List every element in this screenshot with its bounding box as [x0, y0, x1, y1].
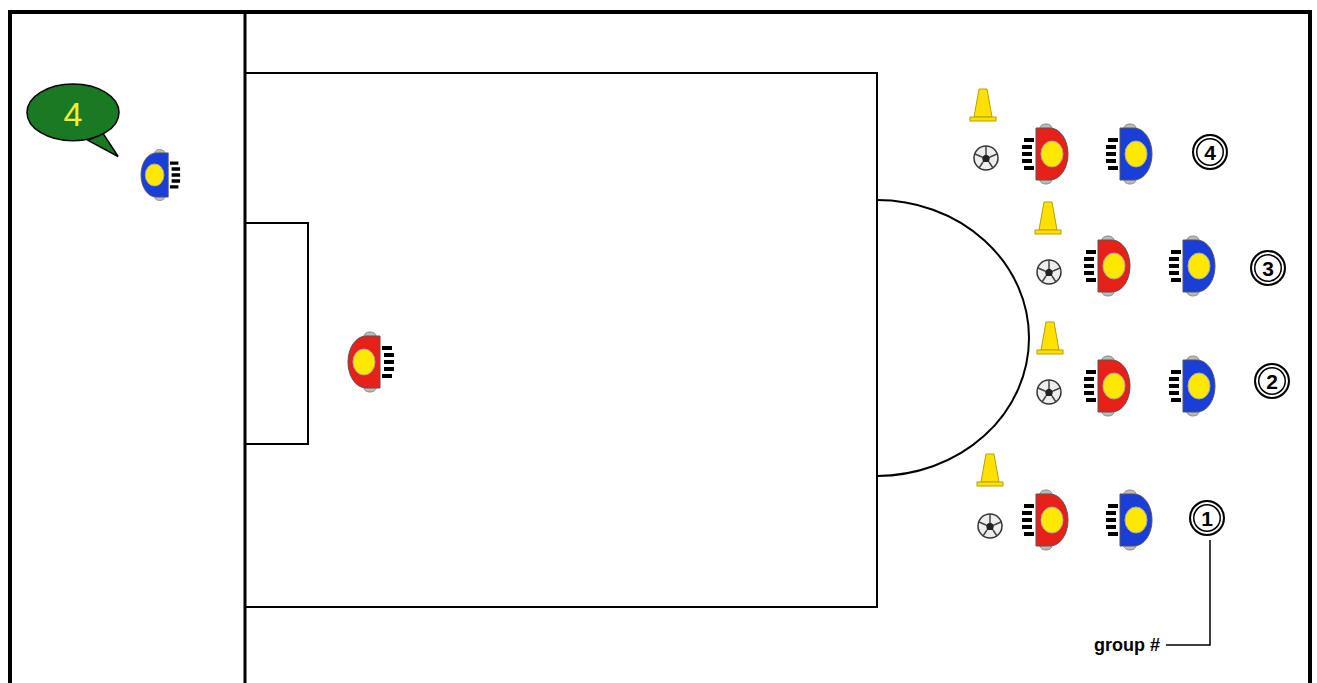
group-number: 2: [1254, 363, 1290, 399]
cone: [1035, 202, 1061, 234]
group-number-text: 1: [1201, 508, 1213, 529]
speech-bubble: 4: [26, 83, 120, 153]
goalkeeper: [348, 332, 394, 392]
group-label: group #: [1092, 635, 1162, 656]
blue-player: [1106, 124, 1152, 184]
group-number-text: 4: [1204, 142, 1216, 163]
group-number-text: 3: [1262, 258, 1274, 279]
blue-player: [1169, 356, 1215, 416]
bubble-number: 4: [64, 97, 83, 131]
group-number: 1: [1189, 500, 1225, 536]
blue-player: [141, 150, 180, 201]
penalty-area: [245, 73, 877, 607]
cone: [970, 89, 996, 121]
blue-player: [1106, 490, 1152, 550]
penalty-arc: [877, 200, 1029, 476]
group-number: 3: [1250, 250, 1286, 286]
group-number-text: 2: [1266, 371, 1278, 392]
field-border: [10, 12, 1310, 683]
goal-area: [245, 223, 308, 444]
red-player: [1022, 124, 1068, 184]
red-player: [1084, 236, 1130, 296]
cone: [1037, 322, 1063, 354]
red-player: [1084, 356, 1130, 416]
group-number: 4: [1192, 134, 1228, 170]
blue-player: [1169, 236, 1215, 296]
ball: [1037, 380, 1061, 404]
ball: [974, 146, 998, 170]
red-player: [1022, 490, 1068, 550]
ball: [1037, 260, 1061, 284]
cone: [977, 454, 1003, 486]
ball: [978, 514, 1002, 538]
leader-line: [1166, 540, 1210, 645]
